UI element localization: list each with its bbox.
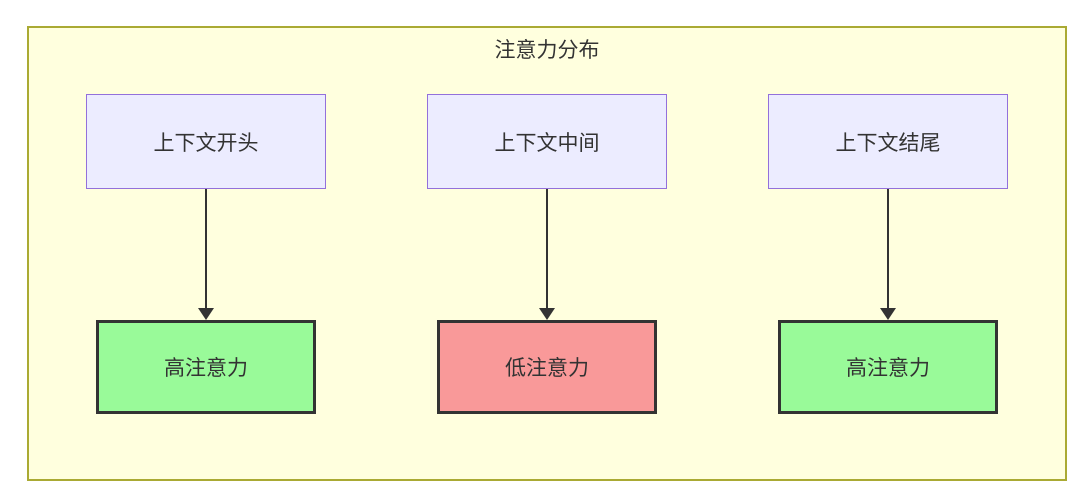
down-arrow — [198, 189, 214, 320]
arrow-line — [546, 189, 548, 308]
target-node-high-attention: 高注意力 — [96, 320, 316, 414]
down-arrow — [880, 189, 896, 320]
arrow-line — [205, 189, 207, 308]
source-node-context-middle: 上下文中间 — [427, 94, 667, 189]
source-node-context-end: 上下文结尾 — [768, 94, 1008, 189]
attention-distribution-subgraph: 注意力分布 上下文开头 高注意力 上下文中间 低注意力 上下文结尾 — [27, 26, 1067, 481]
down-arrow — [539, 189, 555, 320]
flow-column-context-middle: 上下文中间 低注意力 — [427, 94, 667, 414]
arrow-head-icon — [880, 308, 896, 320]
arrow-head-icon — [198, 308, 214, 320]
flow-columns: 上下文开头 高注意力 上下文中间 低注意力 上下文结尾 — [29, 94, 1065, 414]
flow-column-context-end: 上下文结尾 高注意力 — [768, 94, 1008, 414]
target-node-high-attention: 高注意力 — [778, 320, 998, 414]
arrow-head-icon — [539, 308, 555, 320]
source-node-context-start: 上下文开头 — [86, 94, 326, 189]
flow-column-context-start: 上下文开头 高注意力 — [86, 94, 326, 414]
arrow-line — [887, 189, 889, 308]
target-node-low-attention: 低注意力 — [437, 320, 657, 414]
diagram-title: 注意力分布 — [494, 39, 600, 62]
